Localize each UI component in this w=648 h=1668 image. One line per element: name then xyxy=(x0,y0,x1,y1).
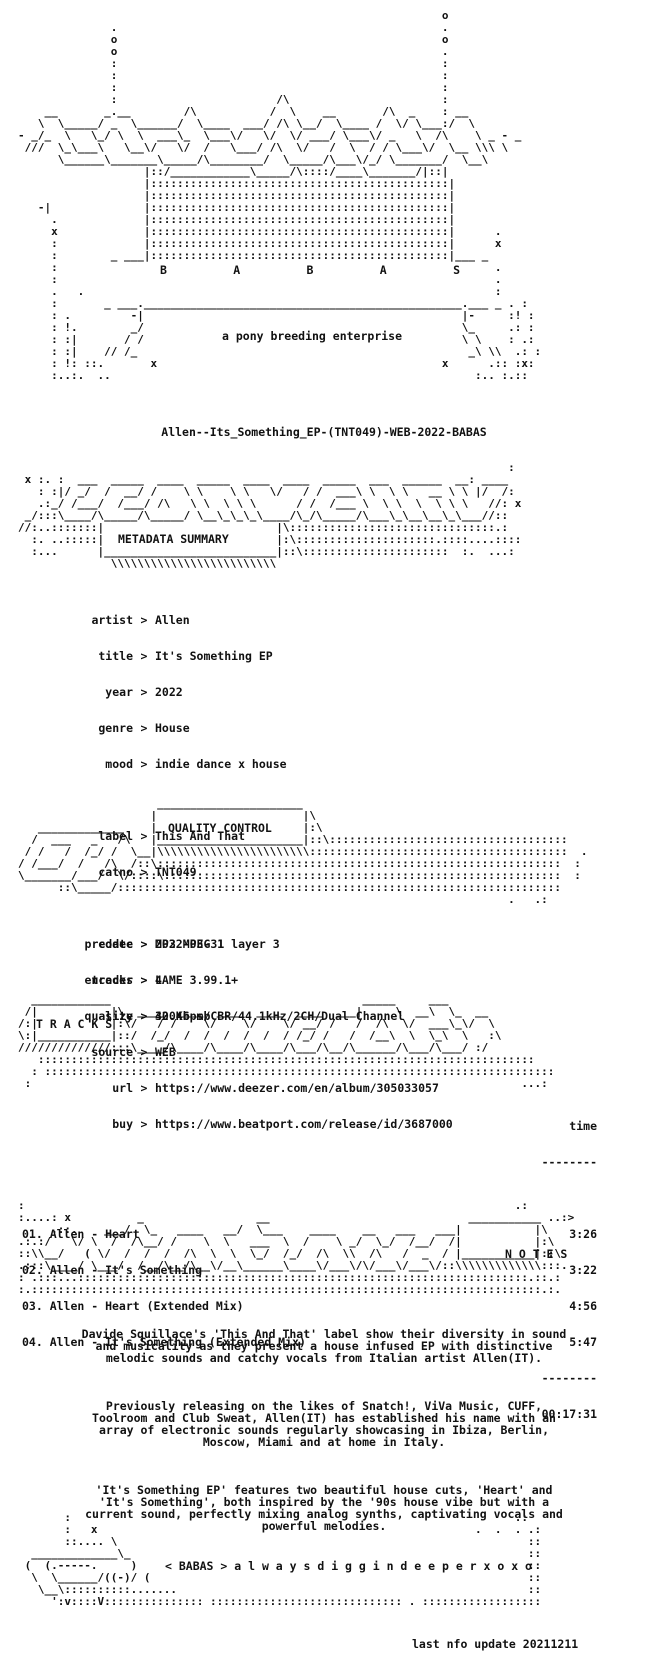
metadata-ascii-banner: : x :. : ___ _____ ____ _____ ____ ____ … xyxy=(18,461,522,570)
release-name: Allen--Its_Something_EP-(TNT049)-WEB-202… xyxy=(161,425,487,439)
metadata-row: url>https://www.deezer.com/en/album/3050… xyxy=(112,1081,439,1095)
notes-body: Davide Squillace's 'This And That' label… xyxy=(0,1304,648,1568)
metadata-row: tracks>4 xyxy=(91,973,162,987)
banner-letter: A xyxy=(379,263,387,277)
metadata-section-title: METADATA SUMMARY xyxy=(118,532,229,546)
metadata-row: title>It's Something EP xyxy=(98,649,273,663)
footer-motto: a l w a y s d i g g i n d e e p e r x o … xyxy=(234,1559,532,1573)
notes-ascii-banner: : .: :....: x _ __ ___________ ..:> .::.… xyxy=(18,1199,575,1296)
quality-row: codec>MP3 MPEG 1 layer 3 xyxy=(98,937,280,951)
metadata-row: year>2022 xyxy=(105,685,183,699)
notes-paragraph: Previously releasing on the likes of Sna… xyxy=(92,1399,556,1449)
quality-ascii-banner: ______________________ | |\ ____________… xyxy=(18,797,588,906)
last-update: last nfo update 20211211 xyxy=(412,1637,579,1651)
metadata-row: genre>House xyxy=(98,721,190,735)
tracks-section-title: T R A C K S xyxy=(36,1017,113,1031)
notes-section-title: N O T E S xyxy=(505,1247,568,1261)
banner-letter: S xyxy=(453,263,460,277)
quality-row: quality>320Kbps/CBR/44.1kHz/2CH/Dual Cha… xyxy=(84,1009,405,1023)
footer-group: BABAS xyxy=(178,1559,214,1573)
time-header: time xyxy=(569,1119,597,1133)
metadata-row: artist>Allen xyxy=(91,613,190,627)
tagline: a pony breeding enterprise xyxy=(222,329,403,343)
footer-motto-line: < BABAS > a l w a y s d i g g i n d e e … xyxy=(165,1559,532,1573)
quality-row: source>WEB xyxy=(91,1045,176,1059)
tracks-ascii-banner: ____________ _____ ___ /| |\ ____ ____ _… xyxy=(18,993,555,1090)
metadata-row: predate>2022-03-31 xyxy=(84,937,225,951)
metadata-row: label>This And That xyxy=(98,829,246,843)
banner-letters: B A B A S xyxy=(160,264,460,276)
quality-list: codec>MP3 MPEG 1 layer 3 encoder>LAME 3.… xyxy=(0,914,405,1082)
banner-letter: B xyxy=(160,263,167,277)
track-row: 04. Allen - It's Something (Extended Mix… xyxy=(22,1335,597,1349)
total-time: 00:17:31 xyxy=(541,1407,597,1421)
quality-row: encoder>LAME 3.99.1+ xyxy=(84,973,239,987)
metadata-row: mood>indie dance x house xyxy=(105,757,287,771)
header-ascii-logo: o . . o o o . xyxy=(18,9,542,382)
track-row: 03. Allen - Heart (Extended Mix)4:56 xyxy=(22,1299,597,1313)
notes-paragraph: 'It's Something EP' features two beautif… xyxy=(85,1483,563,1533)
footer-ascii-art: : .: : x . . . .: ::.... \ xyxy=(24,1511,542,1608)
metadata-list: artist>Allen title>It's Something EP yea… xyxy=(0,590,453,1154)
metadata-row: catno>TNT049 xyxy=(98,865,197,879)
metadata-row: size>40.46 mb xyxy=(105,1009,211,1023)
notes-paragraph: Davide Squillace's 'This And That' label… xyxy=(81,1327,567,1365)
banner-letter: A xyxy=(233,263,241,277)
quality-section-title: QUALITY CONTROL xyxy=(168,821,272,835)
metadata-row: buy>https://www.beatport.com/release/id/… xyxy=(112,1117,453,1131)
banner-letter: B xyxy=(306,263,314,277)
